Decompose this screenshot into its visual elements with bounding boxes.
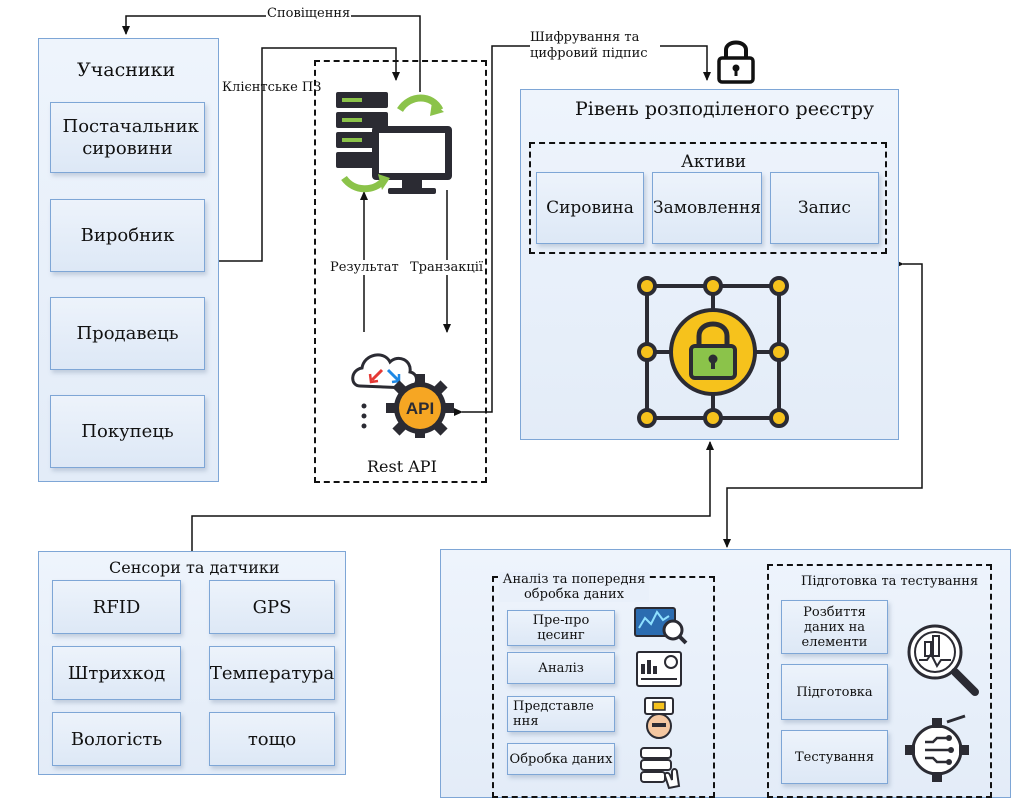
asset-label: Сировина [546, 198, 634, 218]
asset-order: Замовлення [652, 172, 762, 244]
participant-supplier: Постачальник сировини [50, 102, 205, 173]
data-analytics-icon [634, 607, 688, 645]
sensors-panel: Сенсори та датчики RFID GPS Штрихкод Тем… [38, 551, 346, 775]
encryption-label: Шифрування та цифровий підпис [530, 30, 660, 62]
analysis-analysis: Аналіз [507, 652, 615, 684]
participant-label: Виробник [80, 225, 175, 246]
cloud-gear-api-icon: API [351, 353, 454, 438]
gear-circuit-icon [905, 714, 969, 782]
dashboard-icon [636, 651, 682, 687]
sensor-gps: GPS [209, 580, 335, 634]
preparation-title: Підготовка та тестування [801, 574, 979, 589]
analysis-item-label: Аналіз [538, 660, 584, 676]
participant-label: Покупець [81, 421, 174, 442]
sensor-label: тощо [247, 728, 297, 750]
sensor-rfid: RFID [52, 580, 181, 634]
participant-seller: Продавець [50, 297, 205, 370]
sensor-label: GPS [252, 596, 292, 618]
sensor-label: Температура [209, 662, 335, 684]
prep-item-label: Розбиття даних на елементи [801, 604, 868, 650]
analysis-preprocessing: Пре-про цесинг [507, 610, 615, 646]
sensor-label: RFID [92, 596, 141, 618]
ledger-title: Рівень розподіленого реєстру [575, 98, 875, 120]
encryption-line [454, 45, 711, 416]
participant-manufacturer: Виробник [50, 199, 205, 272]
analysis-item-label: Пре-про цесинг [532, 613, 590, 643]
magnifier-chart-icon [907, 624, 979, 696]
transactions-label: Транзакції [410, 260, 484, 275]
client-software-label: Клієнтське ПЗ [222, 80, 322, 95]
analysis-title: Аналіз та попередня обробка даних [499, 572, 649, 602]
sensor-label: Вологість [70, 728, 163, 750]
analysis-data-processing: Обробка даних [507, 743, 615, 775]
client-software-line [218, 47, 400, 262]
participant-label: Постачальник сировини [62, 115, 199, 159]
asset-record: Запис [770, 172, 879, 244]
sensors-to-ledger-line [191, 441, 714, 551]
analysis-item-label: Обробка даних [509, 751, 613, 767]
rest-api-label: Rest API [367, 457, 437, 476]
sensor-label: Штрихкод [67, 662, 166, 684]
participant-label: Продавець [76, 323, 179, 344]
sensor-etc: тощо [209, 712, 335, 766]
server-sync-icon [336, 92, 452, 194]
asset-raw-material: Сировина [536, 172, 644, 244]
assets-box [529, 142, 887, 254]
prep-split-data: Розбиття даних на елементи [781, 600, 888, 654]
client-api-box [314, 60, 487, 483]
preparation-box [767, 564, 992, 798]
prep-preparation: Підготовка [781, 664, 888, 720]
database-touch-icon [640, 747, 681, 790]
analysis-representation: Представле ння [507, 696, 615, 732]
sensor-humidity: Вологість [52, 712, 181, 766]
notifications-label: Сповіщення [266, 6, 352, 21]
api-badge-text: API [406, 399, 434, 418]
prep-item-label: Підготовка [796, 684, 873, 700]
participants-panel: Учасники Постачальник сировини Виробник … [38, 38, 219, 482]
asset-label: Замовлення [653, 198, 762, 218]
assets-title: Активи [681, 152, 747, 172]
analysis-item-label: Представле ння [513, 699, 594, 729]
brain-chip-icon [644, 697, 674, 739]
sensor-barcode: Штрихкод [52, 646, 181, 700]
prep-testing: Тестування [781, 730, 888, 784]
result-label: Результат [330, 260, 399, 275]
analytics-panel: Аналіз та попередня обробка даних Пре-пр… [440, 549, 1011, 798]
padlock-icon [717, 40, 755, 84]
prep-item-label: Тестування [794, 749, 875, 765]
lock-network-icon [637, 276, 789, 428]
sensor-temperature: Температура [209, 646, 335, 700]
participant-buyer: Покупець [50, 395, 205, 468]
sensors-title: Сенсори та датчики [109, 558, 280, 577]
ledger-panel: Рівень розподіленого реєстру Активи Сиро… [520, 89, 899, 440]
participants-title: Учасники [77, 59, 176, 81]
asset-label: Запис [798, 198, 851, 218]
ledger-analytics-line [723, 260, 923, 548]
